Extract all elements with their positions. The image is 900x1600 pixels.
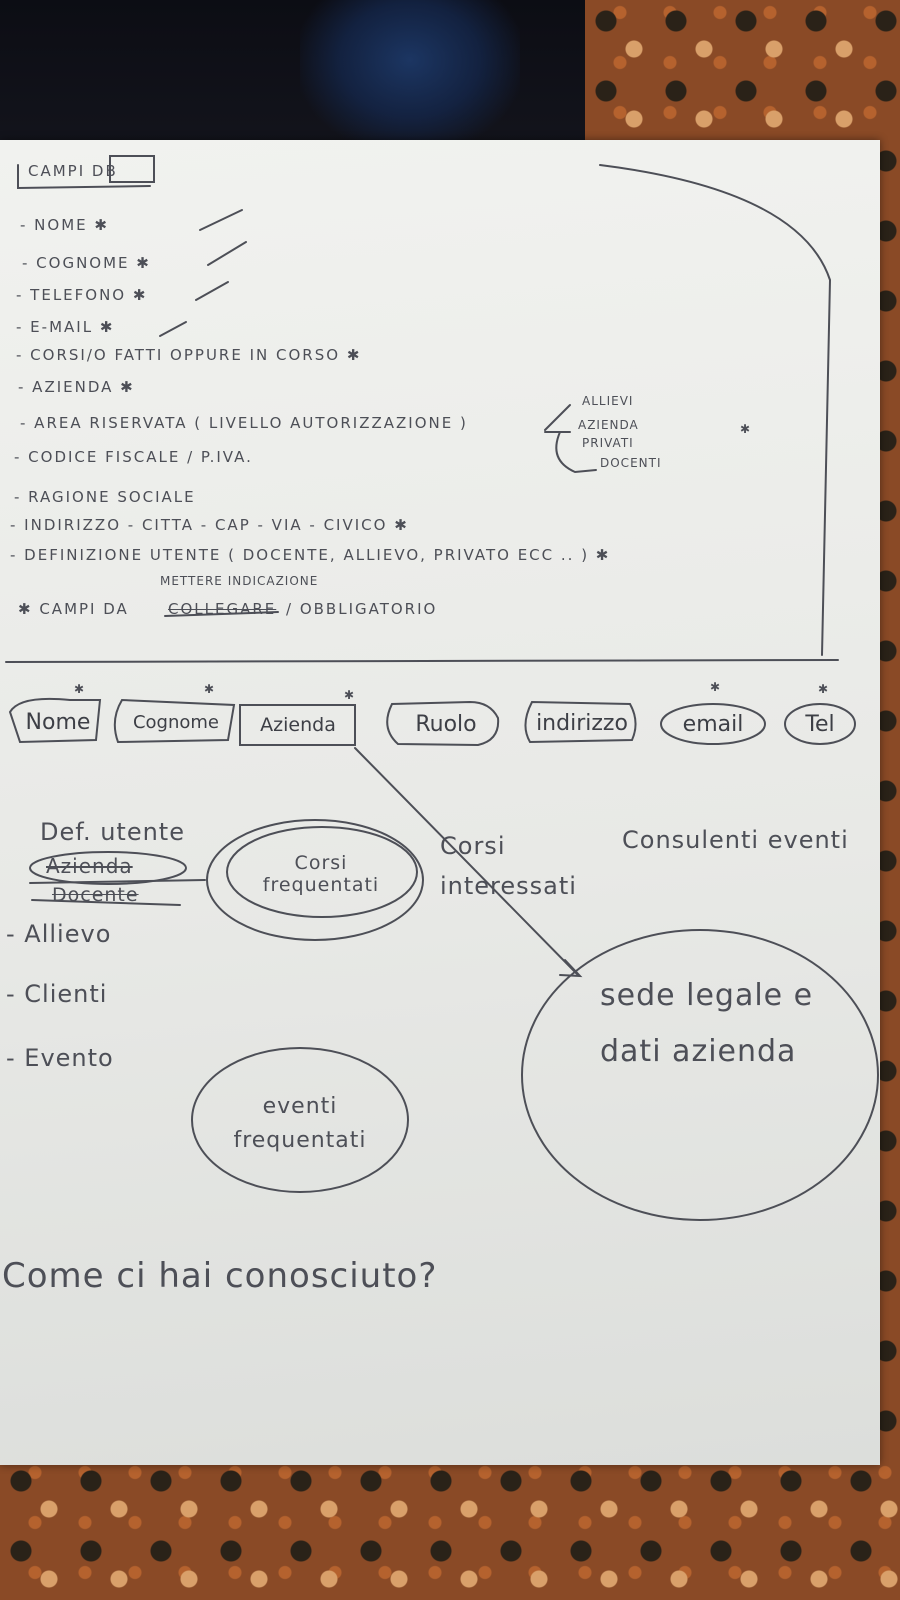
- form-field-azienda: Azienda: [242, 706, 354, 744]
- def-utente-evento: - Evento: [6, 1044, 114, 1072]
- form-field-ruolo: Ruolo: [394, 704, 498, 744]
- def-utente-struck-docente: Docente: [52, 884, 139, 906]
- footnote-struck: COLLEGARE: [168, 600, 277, 618]
- required-asterisk: ✱: [710, 680, 722, 694]
- footnote-prefix: ✱ CAMPI DA: [18, 600, 129, 618]
- field-item-telefono: - TELEFONO ✱: [16, 286, 148, 304]
- required-asterisk: ✱: [74, 682, 86, 696]
- def-utente-clienti-label: Clienti: [24, 980, 108, 1008]
- form-field-tel: Tel: [786, 704, 854, 744]
- def-utente-struck-azienda: Azienda: [46, 854, 133, 878]
- required-asterisk: ✱: [204, 682, 216, 696]
- field-item-cognome: - COGNOME ✱: [22, 254, 151, 272]
- form-field-email: email: [662, 704, 764, 744]
- branch-docenti: DOCENTI: [600, 456, 662, 470]
- form-field-ruolo-label: Ruolo: [415, 711, 477, 737]
- required-asterisk: ✱: [818, 682, 830, 696]
- form-field-cognome-label: Cognome: [132, 711, 220, 733]
- form-field-tel-label: Tel: [805, 711, 835, 737]
- field-item-codice-fiscale: - CODICE FISCALE / P.IVA.: [14, 448, 253, 466]
- form-field-nome-label: Nome: [25, 709, 91, 735]
- def-utente-allievo-label: Allievo: [24, 920, 112, 948]
- branch-privati: PRIVATI: [582, 436, 634, 450]
- branch-allievi: ALLIEVI: [582, 394, 634, 408]
- def-utente-evento-label: Evento: [24, 1044, 114, 1072]
- note-corsi-interessati: Corsi interessati: [440, 832, 577, 900]
- field-item-corsi: - CORSI/O FATTI OPPURE IN CORSO ✱: [16, 346, 362, 364]
- field-item-email: - E-MAIL ✱: [16, 318, 115, 336]
- required-asterisk: ✱: [344, 688, 356, 702]
- question-come-ci-hai-conosciuto: Come ci hai conosciuto?: [2, 1256, 438, 1296]
- patterned-fabric-bottom: [0, 1460, 900, 1600]
- field-item-ragione-sociale: - RAGIONE SOCIALE: [14, 488, 196, 506]
- field-item-azienda: - AZIENDA ✱: [18, 378, 135, 396]
- form-field-cognome: Cognome: [120, 702, 232, 742]
- footnote-insert: METTERE INDICAZIONE: [160, 574, 319, 588]
- footnote-suffix: / OBBLIGATORIO: [286, 600, 438, 618]
- field-item-nome: - NOME ✱: [20, 216, 109, 234]
- note-consulenti-eventi: Consulenti eventi: [622, 826, 849, 854]
- form-field-azienda-label: Azienda: [260, 714, 336, 736]
- field-item-definizione: - DEFINIZIONE UTENTE ( DOCENTE, ALLIEVO,…: [10, 546, 611, 564]
- branch-azienda: AZIENDA: [578, 418, 639, 432]
- blue-object-background: [300, 0, 520, 150]
- def-utente-clienti: - Clienti: [6, 980, 108, 1008]
- def-utente-title: Def. utente: [40, 818, 185, 846]
- page-title: CAMPI DB: [28, 162, 118, 180]
- bubble-sede-legale: sede legale e dati azienda: [600, 978, 814, 1069]
- bubble-corsi-frequentati: Corsi frequentati: [262, 852, 380, 896]
- bubble-eventi-frequentati: eventi frequentati: [233, 1094, 367, 1153]
- def-utente-allievo: - Allievo: [6, 920, 112, 948]
- form-field-email-label: email: [682, 711, 744, 737]
- field-item-indirizzo: - INDIRIZZO - CITTA - CAP - VIA - CIVICO…: [10, 516, 409, 534]
- form-field-indirizzo-label: indirizzo: [536, 710, 628, 736]
- form-field-indirizzo: indirizzo: [532, 704, 632, 742]
- asterisk-mark: ✱: [740, 422, 752, 436]
- form-field-nome: Nome: [18, 702, 98, 742]
- field-item-area-riservata: - AREA RISERVATA ( LIVELLO AUTORIZZAZION…: [20, 414, 468, 432]
